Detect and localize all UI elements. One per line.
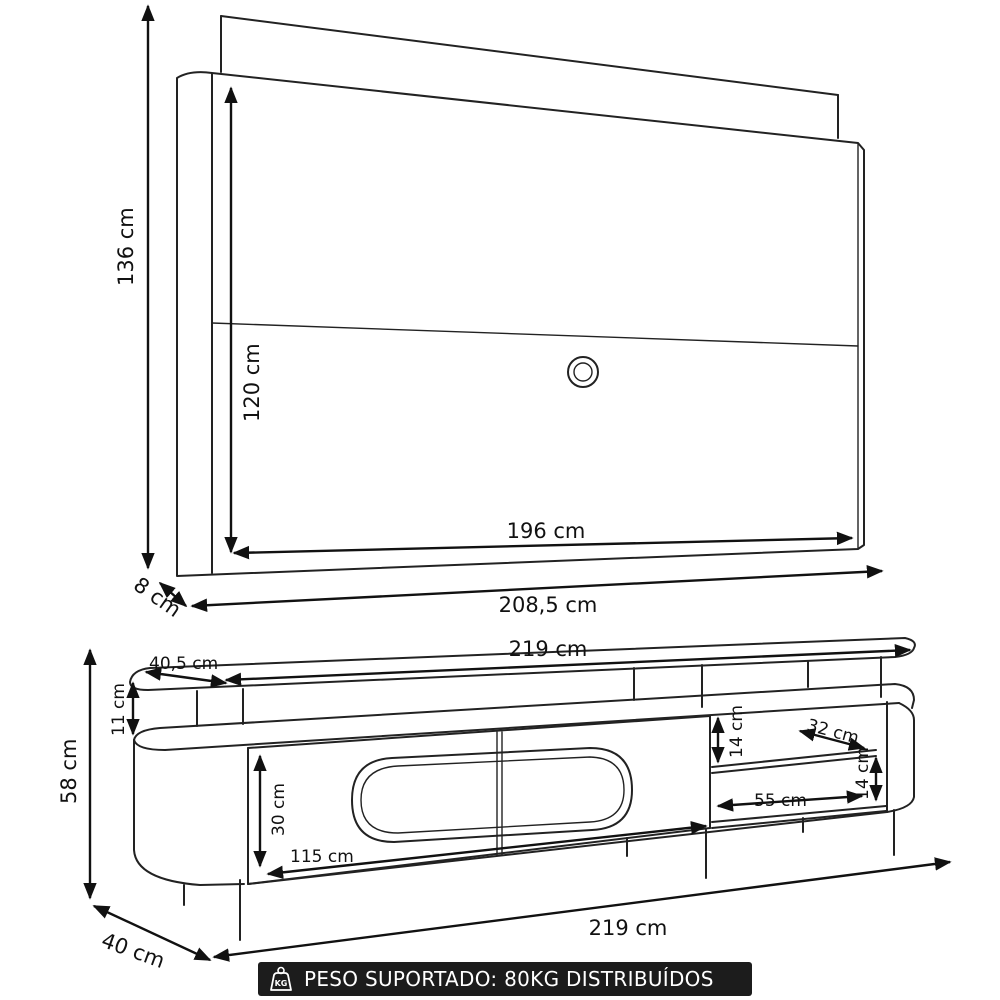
- rack-top-depth-label: 40,5 cm: [149, 654, 218, 674]
- svg-text:KG: KG: [275, 979, 288, 988]
- kg-weight-icon: KG: [270, 966, 292, 991]
- panel-width-total-label: 208,5 cm: [499, 593, 598, 617]
- panel-width-inner-label: 196 cm: [507, 519, 586, 543]
- rack-door-width-label: 115 cm: [290, 847, 354, 867]
- rack-shelf-gap-label: 11 cm: [109, 683, 129, 736]
- rack-niche-depth-label: 32 cm: [805, 716, 861, 749]
- rack-door-height-label: 30 cm: [269, 783, 289, 836]
- weight-capacity-banner: KG PESO SUPORTADO: 80KG DISTRIBUÍDOS: [258, 962, 752, 996]
- panel-depth-label: 8 cm: [129, 572, 185, 622]
- rack-niche-upper-height-label: 14 cm: [727, 705, 747, 758]
- rack-niche-width-label: 55 cm: [754, 791, 807, 811]
- rack-height-total-label: 58 cm: [57, 739, 81, 804]
- panel-height-inner-label: 120 cm: [240, 343, 264, 422]
- weight-capacity-text: PESO SUPORTADO: 80KG DISTRIBUÍDOS: [304, 967, 714, 991]
- rack-niche-lower-height-label: 14 cm: [853, 747, 873, 800]
- cable-hole-icon: [567, 356, 599, 388]
- tv-rack: [129, 637, 916, 941]
- tv-panel: [176, 15, 865, 577]
- rack-top-width-label: 219 cm: [509, 637, 588, 661]
- rack-base-width-label: 219 cm: [589, 916, 668, 940]
- panel-height-total-label: 136 cm: [114, 207, 138, 286]
